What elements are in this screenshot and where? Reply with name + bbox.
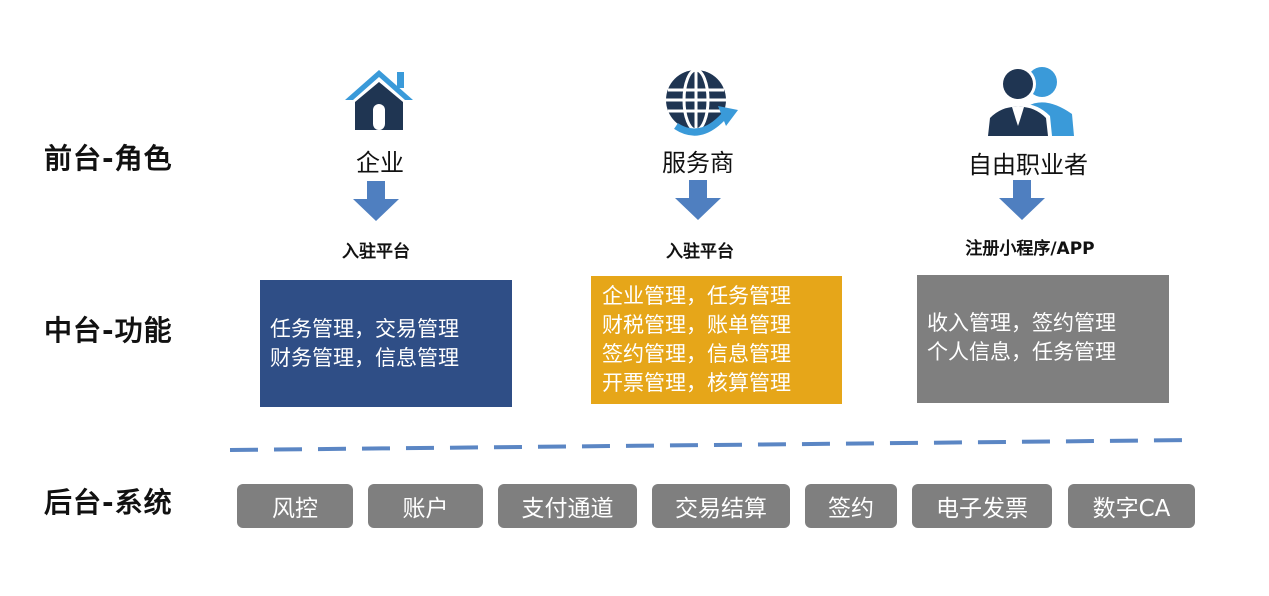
role-title-enterprise: 企业 <box>356 149 404 177</box>
system-box-payment-channel: 支付通道 <box>498 484 637 528</box>
function-line: 个人信息，任务管理 <box>927 340 1116 364</box>
function-line: 财务管理，信息管理 <box>270 345 459 370</box>
system-box-risk-control: 风控 <box>237 484 353 528</box>
row-label-front: 前台-角色 <box>44 142 173 175</box>
system-box-signing: 签约 <box>805 484 897 528</box>
down-arrow-icon <box>353 181 399 221</box>
system-box-e-invoice: 电子发票 <box>912 484 1052 528</box>
function-line: 任务管理，交易管理 <box>270 316 459 341</box>
role-subtitle-enterprise: 入驻平台 <box>342 242 410 262</box>
row-label-back: 后台-系统 <box>44 486 173 519</box>
dashed-divider <box>229 438 1195 452</box>
down-arrow-icon <box>675 180 721 220</box>
function-box-freelancer: 收入管理，签约管理 个人信息，任务管理 <box>917 275 1169 403</box>
row-label-middle: 中台-功能 <box>44 314 173 347</box>
role-subtitle-service-provider: 入驻平台 <box>666 242 734 262</box>
house-icon <box>345 70 413 130</box>
role-title-freelancer: 自由职业者 <box>968 151 1088 179</box>
system-box-transaction-settlement: 交易结算 <box>652 484 790 528</box>
function-box-service-provider: 企业管理，任务管理 财税管理，账单管理 签约管理，信息管理 开票管理，核算管理 <box>591 276 842 404</box>
system-box-account: 账户 <box>368 484 483 528</box>
function-box-enterprise: 任务管理，交易管理 财务管理，信息管理 <box>260 280 512 407</box>
function-line: 签约管理，信息管理 <box>602 342 791 366</box>
function-line: 开票管理，核算管理 <box>602 371 791 395</box>
function-line: 企业管理，任务管理 <box>602 284 791 308</box>
system-box-digital-ca: 数字CA <box>1068 484 1195 528</box>
role-subtitle-freelancer: 注册小程序/APP <box>965 239 1095 259</box>
function-line: 财税管理，账单管理 <box>602 313 791 337</box>
globe-icon <box>666 68 738 136</box>
function-line: 收入管理，签约管理 <box>927 311 1116 335</box>
down-arrow-icon <box>999 180 1045 220</box>
role-title-service-provider: 服务商 <box>662 149 734 177</box>
users-icon <box>984 66 1074 136</box>
